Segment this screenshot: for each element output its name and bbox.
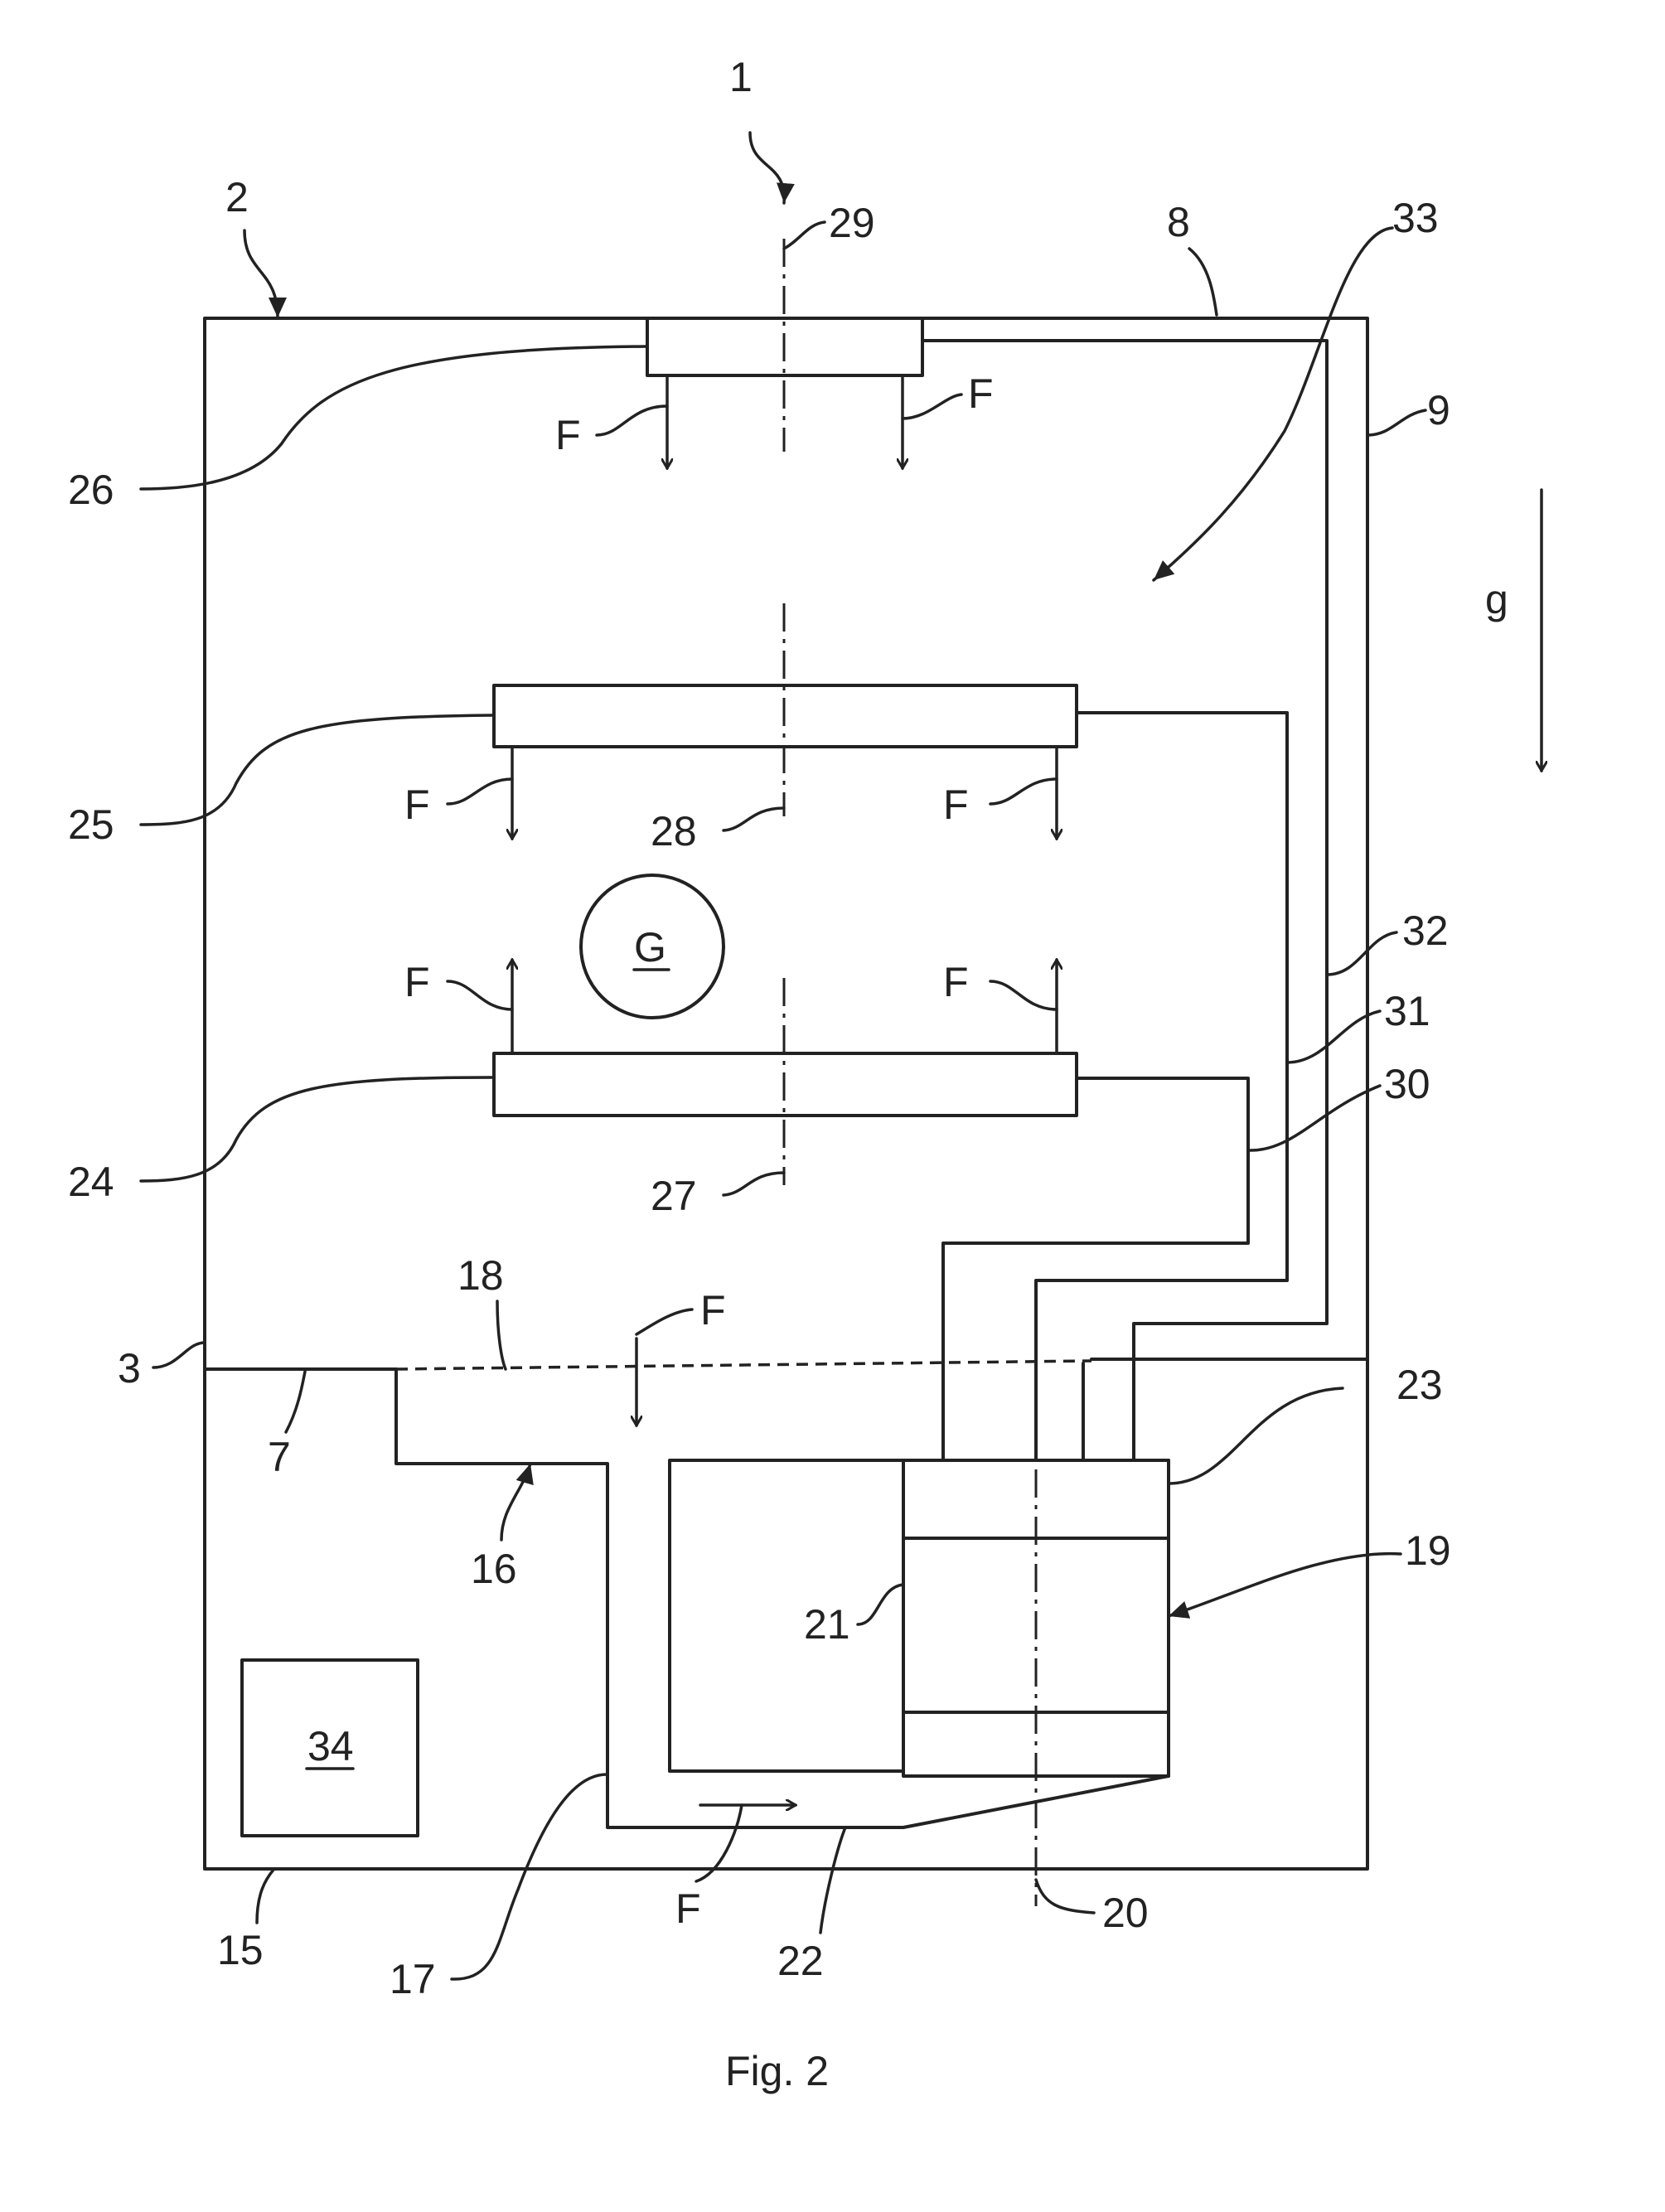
label-30: 30	[1384, 1061, 1430, 1107]
flow-label-24-right: F	[943, 959, 969, 1005]
label-3: 3	[118, 1345, 141, 1392]
label-7: 7	[268, 1434, 291, 1480]
label-24: 24	[68, 1159, 114, 1205]
leader-f-24-right	[989, 980, 1058, 1011]
leader-21	[856, 1583, 905, 1626]
label-29: 29	[829, 200, 875, 246]
leader-1	[748, 131, 795, 205]
leader-22	[819, 1826, 847, 1934]
label-22: 22	[777, 1938, 824, 1984]
leader-30	[1246, 1084, 1382, 1152]
label-32: 32	[1402, 908, 1449, 954]
flow-label-25-left: F	[404, 782, 430, 828]
flow-label-22: F	[675, 1885, 701, 1932]
label-26: 26	[68, 467, 114, 513]
leader-3	[152, 1341, 206, 1369]
leader-f-25-right	[989, 777, 1058, 806]
label-25: 25	[68, 801, 114, 848]
leader-7	[284, 1370, 307, 1434]
leader-15	[255, 1868, 275, 1924]
flow-label-26-right: F	[968, 370, 994, 417]
leader-f-22	[695, 1803, 743, 1883]
leader-9	[1366, 409, 1427, 437]
component-21	[668, 1459, 905, 1773]
leader-16	[500, 1462, 534, 1542]
leader-27	[722, 1171, 786, 1197]
label-9: 9	[1427, 387, 1450, 433]
label-34: 34	[307, 1723, 354, 1769]
label-15: 15	[217, 1927, 264, 1973]
label-31: 31	[1384, 988, 1430, 1034]
flow-label-26-left: F	[555, 412, 581, 458]
leader-2	[243, 229, 287, 319]
leader-29	[782, 220, 826, 250]
label-19: 19	[1405, 1527, 1451, 1574]
leader-32	[1325, 931, 1398, 976]
label-20: 20	[1102, 1890, 1149, 1936]
flow-label-24-left: F	[404, 959, 430, 1005]
leader-23	[1167, 1387, 1344, 1485]
label-18: 18	[457, 1252, 504, 1299]
leader-25	[139, 714, 496, 826]
leader-31	[1285, 1009, 1382, 1064]
flow-label-25-right: F	[943, 782, 969, 828]
center-of-gravity-circle	[579, 874, 725, 1019]
line-30	[941, 1077, 1250, 1462]
line-32	[921, 339, 1329, 1462]
label-28: 28	[651, 808, 697, 854]
leader-17	[450, 1773, 609, 1981]
label-33: 33	[1392, 195, 1439, 241]
label-21: 21	[804, 1601, 850, 1648]
flow-label-18: F	[700, 1287, 726, 1333]
leader-18	[496, 1300, 507, 1371]
leader-26	[139, 345, 648, 491]
figure-caption: Fig. 2	[725, 2048, 829, 2094]
leader-20	[1034, 1878, 1096, 1914]
label-g: g	[1485, 576, 1508, 622]
label-2: 2	[225, 174, 249, 220]
leader-f-18	[635, 1308, 694, 1336]
leader-f-26-right	[901, 393, 963, 420]
leader-24	[139, 1076, 496, 1183]
component-34	[240, 1658, 419, 1837]
dashed-plane-18	[395, 1359, 1092, 1371]
leader-19	[1167, 1551, 1402, 1619]
label-17: 17	[390, 1956, 436, 2002]
leader-f-24-left	[446, 980, 514, 1011]
leader-f-26-left	[595, 404, 669, 437]
leader-28	[722, 806, 786, 832]
leader-8	[1188, 247, 1218, 317]
housing-outline	[203, 317, 1369, 1871]
duct-16	[394, 1367, 1170, 1829]
center-of-gravity-label: G	[634, 924, 666, 970]
label-1: 1	[729, 54, 753, 100]
leader-f-25-left	[446, 777, 514, 806]
label-27: 27	[651, 1173, 697, 1219]
leader-33	[1152, 226, 1394, 582]
label-16: 16	[471, 1546, 517, 1592]
label-23: 23	[1396, 1362, 1443, 1408]
label-8: 8	[1167, 199, 1190, 245]
